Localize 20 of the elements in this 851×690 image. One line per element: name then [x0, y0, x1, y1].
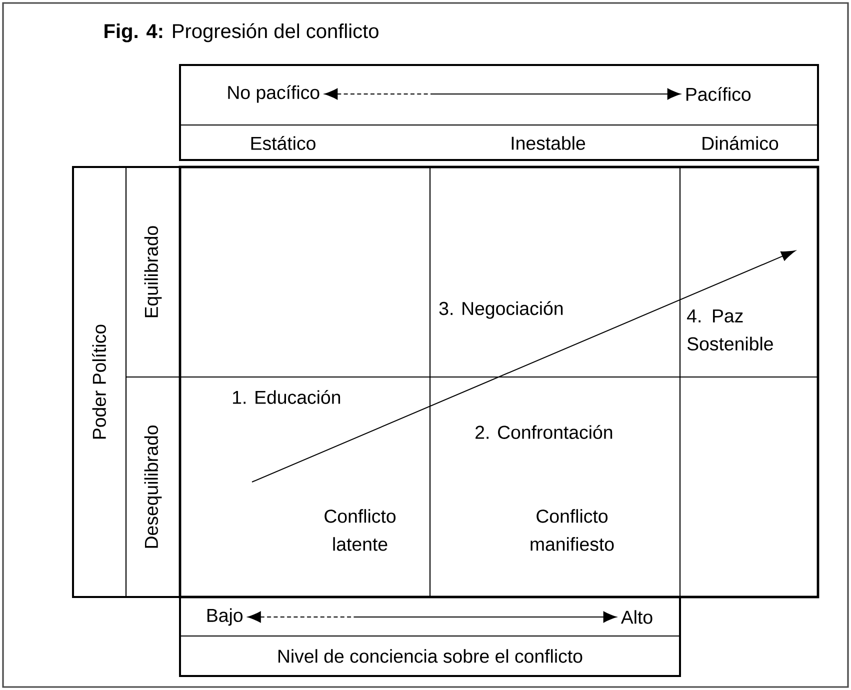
axis-title: Poder Político	[92, 324, 106, 439]
figure-title: Fig. 4: Progresión del conflicto	[104, 23, 378, 42]
conflict-type: Conflicto manifiesto	[530, 509, 614, 551]
double-arrow	[248, 611, 616, 623]
quadrant-label: 4. Paz Sostenible	[687, 310, 773, 351]
scale-label: No pacífico	[228, 85, 320, 103]
quadrant-label: 2. Confrontación	[476, 425, 612, 439]
row-header: Desequilibrado	[144, 426, 162, 548]
double-arrow	[324, 88, 680, 100]
quadrant-label: 1. Educación	[233, 390, 340, 404]
axis-title: Nivel de conciencia sobre el conflicto	[278, 649, 582, 663]
quadrant-label: 3. Negociación	[439, 301, 563, 319]
column-header: Estático	[251, 136, 316, 150]
conflict-type: Conflicto latente	[324, 509, 396, 551]
scale-label: Bajo	[207, 608, 242, 626]
row-header: Equilibrado	[144, 226, 162, 318]
scale-label: Pacífico	[686, 87, 751, 101]
column-header: Inestable	[512, 136, 586, 150]
column-header: Dinámico	[702, 136, 778, 150]
scale-label: Alto	[620, 610, 652, 624]
